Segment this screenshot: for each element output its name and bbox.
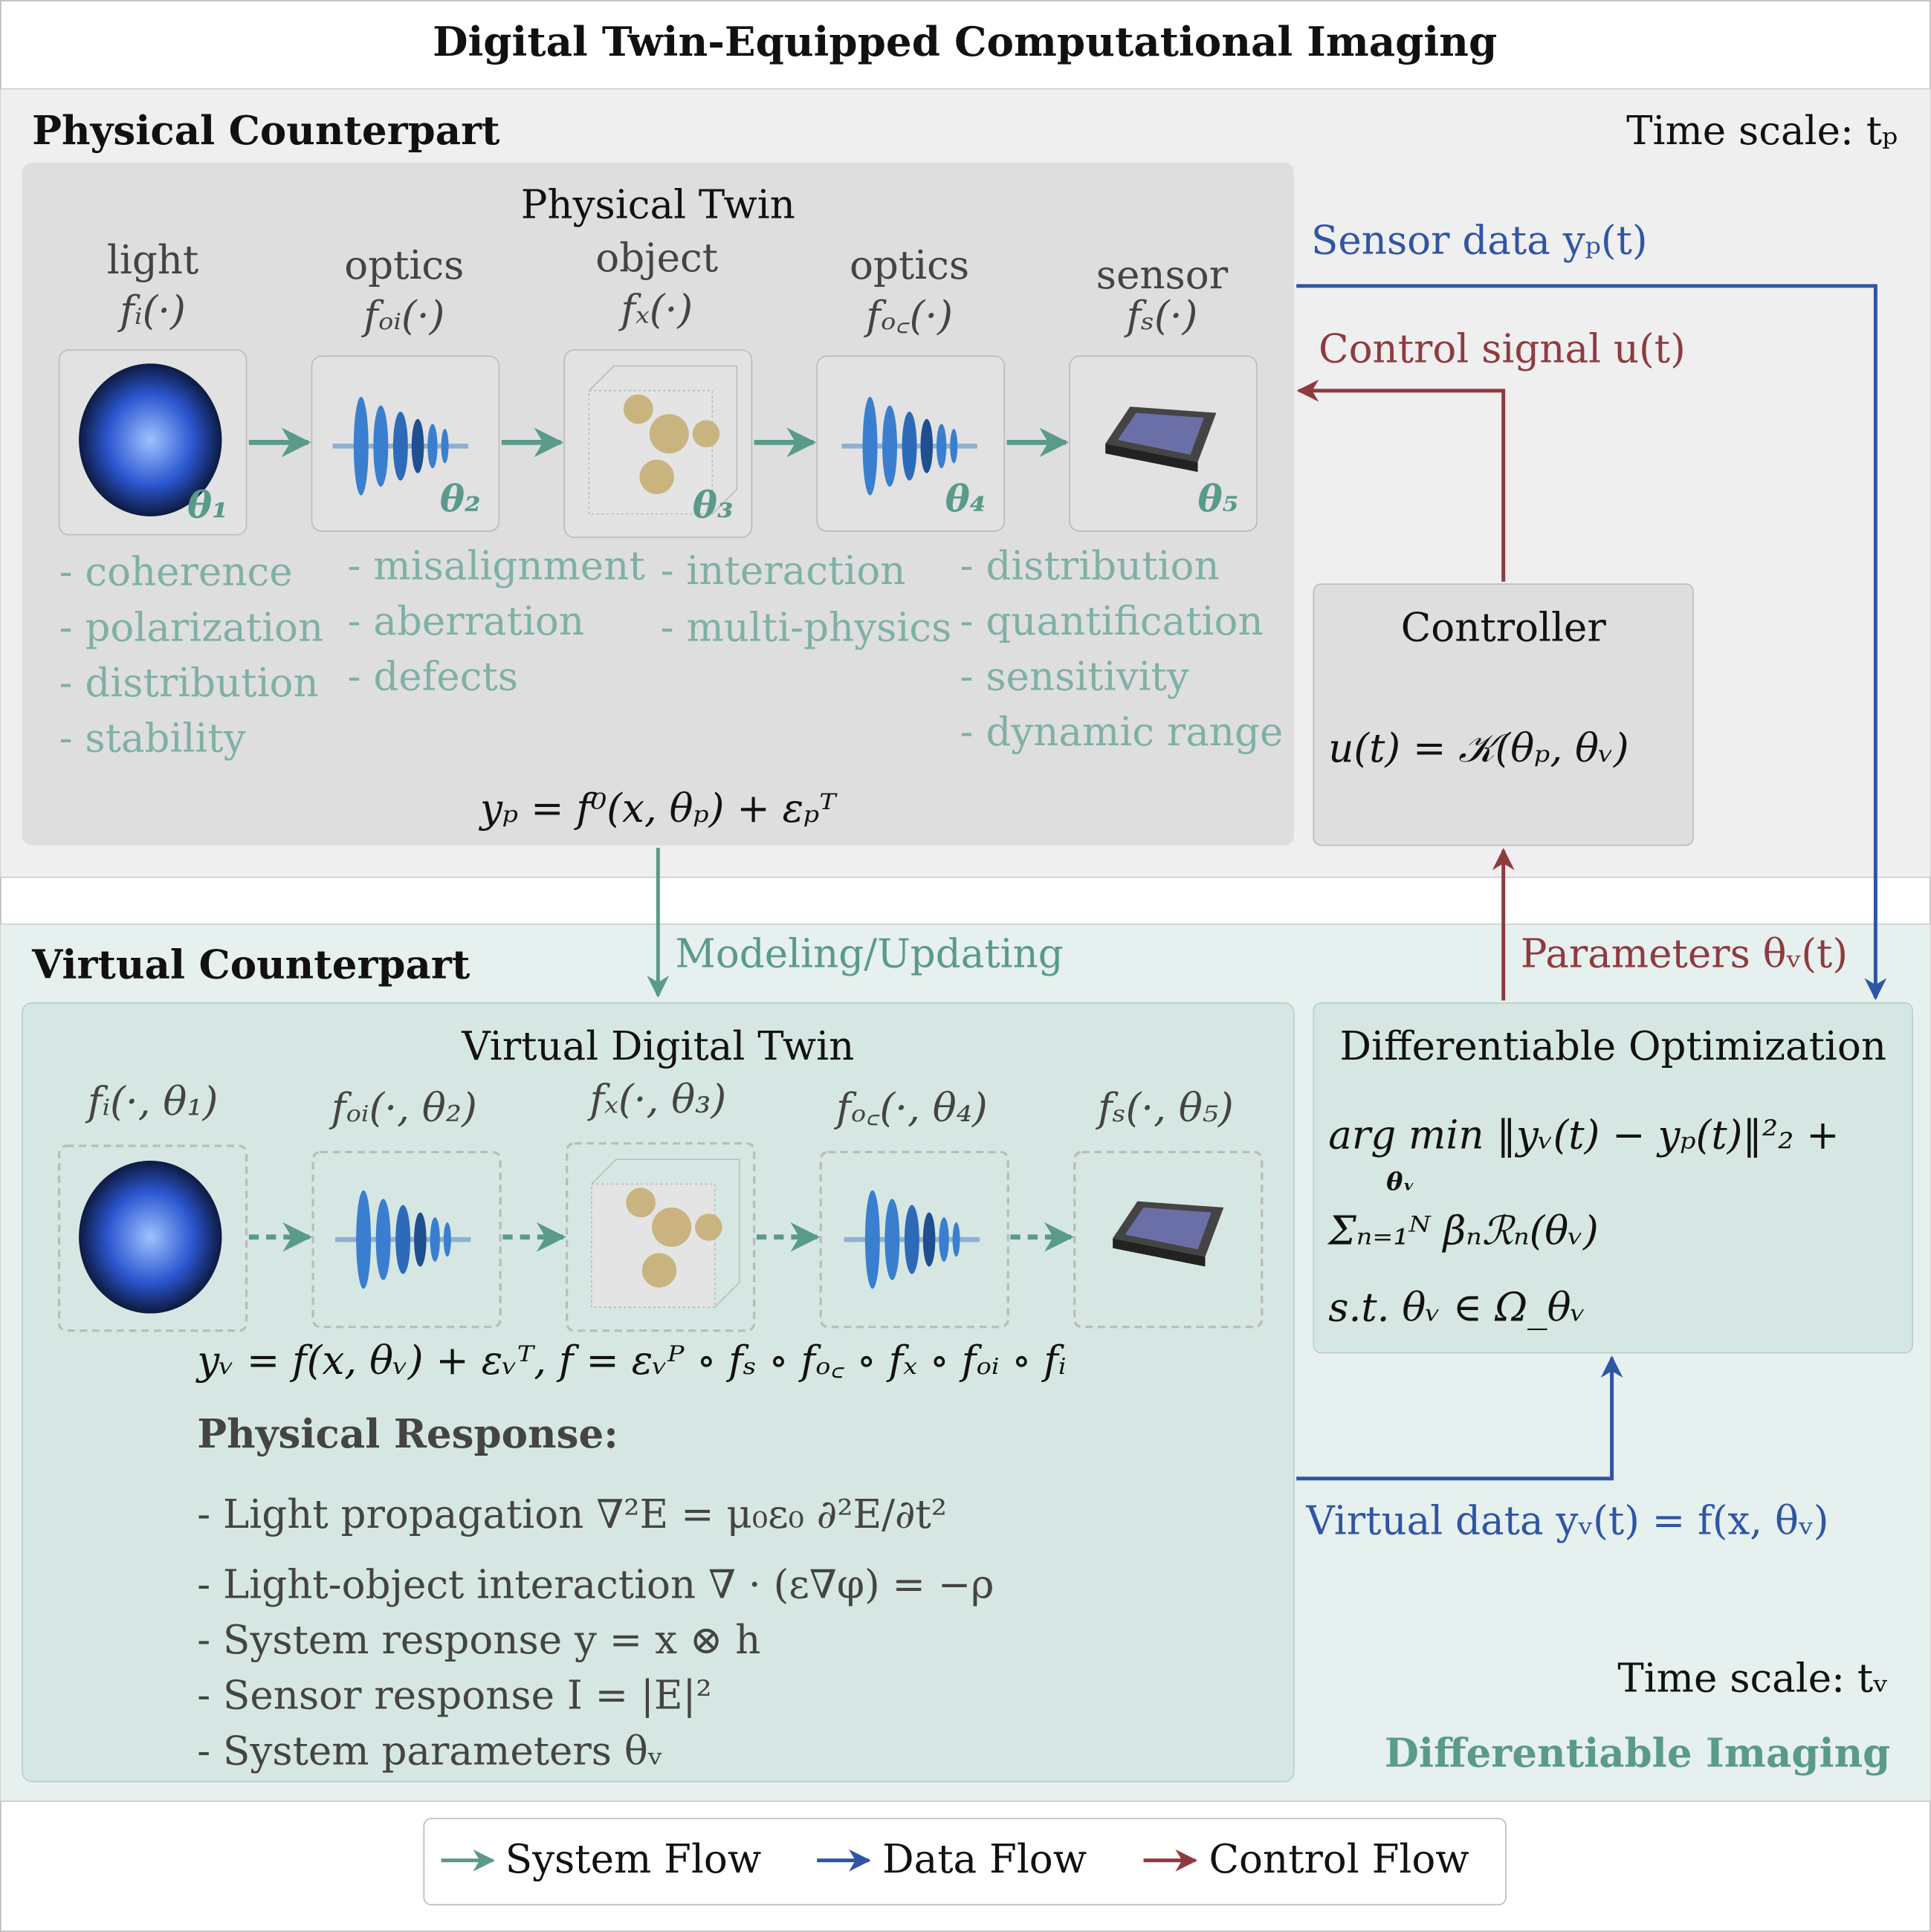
optimization-line1: arg min ‖yᵥ(t) − yₚ(t)‖²₂ + [1328, 1112, 1840, 1158]
virtual-stage-boxes [57, 1142, 1264, 1332]
property-item: - misalignment [348, 542, 645, 589]
led-icon [79, 363, 222, 516]
virtual-funcs: fᵢ(·, θ₁) fₒᵢ(·, θ₂) fₓ(·, θ₃) fₒ꜀(·, θ₄… [85, 1076, 1234, 1131]
param-label: θ₃ [693, 483, 734, 527]
optimization-argmin-sub: θᵥ [1386, 1167, 1414, 1196]
property-item: - dynamic range [960, 709, 1284, 755]
physical-heading: Physical Counterpart [32, 107, 500, 154]
physical-response-title: Physical Response: [197, 1410, 618, 1457]
virtual-equation: yᵥ = f(x, θᵥ) + εᵥᵀ, f = εᵥᴾ ∘ fₛ ∘ fₒ꜀ … [195, 1338, 1066, 1384]
param-label: θ₅ [1198, 476, 1239, 520]
stage-func: fₒ꜀(·) [863, 293, 953, 339]
response-item: - Light propagation ∇²E = μ₀ε₀ ∂²E/∂t² [197, 1491, 947, 1537]
property-item: - multi-physics [661, 604, 952, 650]
stage-name: sensor [1096, 252, 1229, 298]
property-item: - coherence [59, 549, 293, 595]
property-item: - defects [348, 654, 518, 700]
stage-name: light [107, 237, 198, 283]
control-signal-arrow [1296, 379, 1506, 582]
stage-func: fₛ(·) [1124, 293, 1198, 339]
controller-equation: u(t) = 𝒦(θₚ, θᵥ) [1328, 725, 1628, 771]
physical-twin-title: Physical Twin [521, 182, 795, 228]
response-item: - System response y = x ⊗ h [197, 1617, 760, 1663]
virtual-time-scale: Time scale: tᵥ [1617, 1656, 1888, 1702]
sensor-data-label: Sensor data yₚ(t) [1311, 218, 1648, 264]
modeling-label: Modeling/Updating [676, 931, 1064, 977]
stage-optics-in: optics fₒᵢ(·) θ₂ [311, 242, 500, 532]
param-label: θ₂ [440, 476, 481, 520]
parameters-label: Parameters θᵥ(t) [1521, 931, 1848, 977]
legend-data-flow: Data Flow [882, 1836, 1087, 1882]
legend-control-flow: Control Flow [1209, 1836, 1469, 1882]
stage-func: fₒᵢ(·) [360, 293, 444, 339]
property-lists: - coherence - polarization - distributio… [59, 542, 1284, 761]
optimization-box [1313, 1002, 1913, 1354]
virtual-func: fₒ꜀(·, θ₄) [833, 1085, 988, 1131]
stage-sensor: sensor fₛ(·) θ₅ [1069, 252, 1258, 532]
property-item: - interaction [661, 548, 906, 594]
virtual-func: fᵢ(·, θ₁) [85, 1079, 219, 1125]
property-item: - quantification [960, 598, 1264, 644]
diagram-title: Digital Twin-Equipped Computational Imag… [433, 18, 1497, 65]
physical-time-scale: Time scale: tₚ [1626, 108, 1898, 154]
stage-func: fᵢ(·) [117, 288, 186, 334]
legend [423, 1818, 1507, 1906]
optimization-title: Differentiable Optimization [1339, 1023, 1886, 1069]
stage-name: optics [344, 242, 464, 288]
property-item: - polarization [59, 604, 324, 650]
sensor-data-arrow [1296, 284, 1887, 1001]
param-label: θ₁ [187, 483, 228, 527]
differentiable-imaging-label: Differentiable Imaging [1385, 1730, 1890, 1777]
stage-name: optics [850, 242, 969, 288]
physical-equation: yₚ = f⁰(x, θₚ) + εₚᵀ [479, 785, 838, 832]
stage-optics-out: optics fₒ꜀(·) θ₄ [816, 242, 1006, 532]
optimization-line3: s.t. θᵥ ∈ Ω_θᵥ [1328, 1284, 1585, 1330]
stage-name: object [595, 235, 718, 281]
virtual-heading: Virtual Counterpart [31, 941, 470, 988]
stage-light: light fᵢ(·) θ₁ [58, 237, 248, 536]
response-item: - Sensor response I = |E|² [197, 1673, 711, 1719]
response-item: - Light-object interaction ∇ · (ε∇φ) = −… [197, 1562, 994, 1608]
control-signal-label: Control signal u(t) [1319, 326, 1686, 372]
response-list: - Light propagation ∇²E = μ₀ε₀ ∂²E/∂t² -… [197, 1491, 994, 1774]
property-item: - distribution [960, 542, 1220, 589]
led-icon [79, 1160, 222, 1314]
response-item: - System parameters θᵥ [197, 1728, 662, 1774]
optimization-line2: Σₙ₌₁ᴺ βₙℛₙ(θᵥ) [1327, 1208, 1598, 1254]
stage-object: object fₓ(·) θ₃ [563, 235, 753, 538]
legend-system-flow: System Flow [505, 1836, 762, 1882]
property-item: - stability [59, 716, 246, 762]
stage-func: fₓ(·) [618, 287, 693, 333]
virtual-twin-title: Virtual Digital Twin [461, 1023, 854, 1069]
property-item: - distribution [59, 660, 319, 706]
virtual-func: fₒᵢ(·, θ₂) [329, 1085, 477, 1131]
property-item: - aberration [348, 598, 585, 644]
virtual-twin-box [22, 1002, 1295, 1783]
virtual-data-label: Virtual data yᵥ(t) = f(x, θᵥ) [1305, 1497, 1828, 1543]
virtual-func: fₓ(·, θ₃) [587, 1076, 727, 1122]
virtual-data-arrow [1296, 1355, 1623, 1481]
param-label: θ₄ [945, 476, 986, 520]
controller-box [1313, 583, 1694, 846]
virtual-func: fₛ(·, θ₅) [1095, 1085, 1234, 1131]
controller-title: Controller [1401, 604, 1607, 650]
property-item: - sensitivity [960, 654, 1189, 700]
